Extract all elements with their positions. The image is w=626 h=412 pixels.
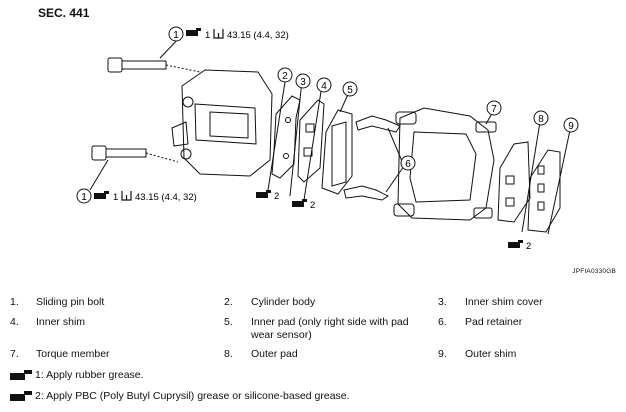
svg-text:8: 8 xyxy=(538,114,544,125)
sliding-pin-bolt-upper xyxy=(107,57,201,73)
legend-label: Inner shim xyxy=(36,316,86,328)
grease-note-2: 2: Apply PBC (Poly Butyl Cuprysil) greas… xyxy=(10,390,350,402)
svg-text:2: 2 xyxy=(310,200,315,211)
legend-num: 9. xyxy=(438,348,447,360)
legend-row: 1. Sliding pin bolt 2. Cylinder body 3. … xyxy=(10,296,620,326)
legend-row: 4. Inner shim 5. Inner pad (only right s… xyxy=(10,316,620,346)
legend-label: Cylinder body xyxy=(251,296,316,308)
legend-label: Outer shim xyxy=(465,348,517,360)
callout-6: 6 xyxy=(400,155,416,171)
legend-label: Outer pad xyxy=(251,348,298,360)
svg-text:43.15 (4.4, 32): 43.15 (4.4, 32) xyxy=(135,192,197,203)
svg-text:2: 2 xyxy=(526,241,531,252)
svg-text:4: 4 xyxy=(321,81,327,92)
callout-7: 7 xyxy=(486,100,502,116)
svg-text:6: 6 xyxy=(405,159,411,170)
torque-wrench-icon xyxy=(213,29,224,39)
callout-8: 8 xyxy=(533,110,549,126)
legend-num: 1. xyxy=(10,296,19,308)
section-title: SEC. 441 xyxy=(38,6,90,20)
callout-4: 4 xyxy=(316,77,332,93)
svg-text:2: 2 xyxy=(282,71,288,82)
legend-num: 7. xyxy=(10,348,19,360)
callout-3: 3 xyxy=(295,73,311,89)
svg-text:1: 1 xyxy=(205,30,210,41)
diagram-code: JPFIA0330GB xyxy=(572,268,616,275)
outer-shim xyxy=(527,149,561,233)
legend-num: 5. xyxy=(224,316,233,328)
legend-num: 2. xyxy=(224,296,233,308)
svg-text:1: 1 xyxy=(173,30,179,41)
svg-text:43.15 (4.4, 32): 43.15 (4.4, 32) xyxy=(227,30,289,41)
svg-text:9: 9 xyxy=(568,121,574,132)
callout-2: 2 xyxy=(277,67,293,83)
torque-annotation-top: 1 43.15 (4.4, 32) xyxy=(186,28,289,41)
callout-1-bottom: 1 xyxy=(76,188,92,204)
legend-label: Torque member xyxy=(36,348,110,360)
grease-mark-a: 2 xyxy=(256,190,279,202)
legend-num: 4. xyxy=(10,316,19,328)
inner-pad xyxy=(321,109,353,195)
pad-retainer-lower xyxy=(343,185,389,201)
grease-mark-c: 2 xyxy=(508,240,531,252)
svg-text:2: 2 xyxy=(274,191,279,202)
grease-icon xyxy=(10,390,32,402)
legend-label: Inner shim cover xyxy=(465,296,543,308)
outer-pad xyxy=(497,141,531,223)
leader-lines xyxy=(89,34,571,235)
pad-retainer-upper xyxy=(355,115,401,133)
grease-note-1: 1: Apply rubber grease. xyxy=(10,369,144,381)
svg-text:5: 5 xyxy=(347,85,353,96)
svg-text:1: 1 xyxy=(113,192,118,203)
torque-member xyxy=(393,107,497,221)
torque-annotation-bottom: 1 43.15 (4.4, 32) xyxy=(94,191,197,203)
grease-icon xyxy=(10,369,32,381)
sliding-pin-bolt-lower xyxy=(91,145,179,163)
svg-text:7: 7 xyxy=(491,104,497,115)
legend-num: 8. xyxy=(224,348,233,360)
callout-1-top: 1 xyxy=(168,26,184,42)
legend-label: Inner pad (only right side with pad wear… xyxy=(251,316,409,341)
legend-num: 6. xyxy=(438,316,447,328)
legend-num: 3. xyxy=(438,296,447,308)
callout-5: 5 xyxy=(342,81,358,97)
svg-text:1: 1 xyxy=(81,192,87,203)
grease-note-text: 2: Apply PBC (Poly Butyl Cuprysil) greas… xyxy=(35,390,350,402)
cylinder-body xyxy=(171,69,273,177)
grease-note-text: 1: Apply rubber grease. xyxy=(35,369,144,381)
legend-label: Pad retainer xyxy=(465,316,523,328)
grease-mark-b: 2 xyxy=(292,199,315,211)
svg-text:3: 3 xyxy=(300,77,306,88)
callout-9: 9 xyxy=(563,117,579,133)
legend-label: Sliding pin bolt xyxy=(36,296,105,308)
torque-wrench-icon xyxy=(121,191,132,201)
legend-row: 7. Torque member 8. Outer pad 9. Outer s… xyxy=(10,348,620,378)
inner-shim xyxy=(297,99,325,183)
brake-caliper-diagram: 1 1 2 3 4 5 6 7 8 9 1 43.15 (4.4, 32) 1 … xyxy=(76,26,579,252)
